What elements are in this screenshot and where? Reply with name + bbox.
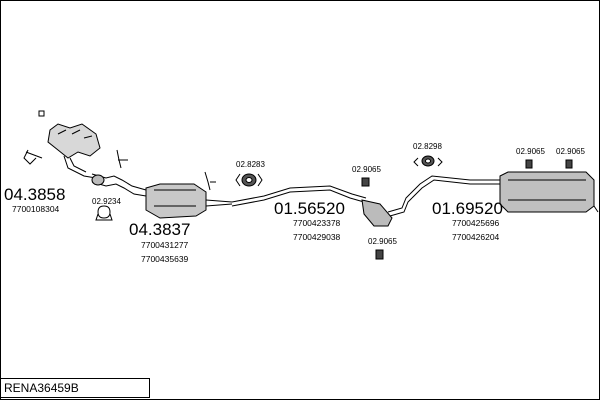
rear-mount-part-number: 02.8298: [413, 142, 442, 151]
center-mount-part-number: 02.8283: [236, 160, 265, 169]
kit-title: RENA36459B: [0, 378, 150, 398]
rear-silencer-part-number: 01.69520: [432, 199, 503, 218]
catalyst-part-number: 04.3837: [129, 220, 191, 239]
rear-pipe-drawing: [409, 175, 500, 199]
middle-silencer-ref-2: 7700429038: [293, 232, 341, 242]
catalyst-ref-1: 7700431277: [141, 240, 189, 250]
front-pipe-drawing: [91, 149, 147, 197]
hanger-rear-right-drawing: [565, 159, 573, 169]
rear-mount-drawing: [413, 155, 443, 167]
hanger-mid-bottom-part-number: 02.9065: [368, 237, 397, 246]
bolt-square-icon: [38, 110, 45, 117]
rear-silencer-ref-1: 7700425696: [452, 218, 500, 228]
manifold-drawing: [23, 123, 101, 179]
hanger-mid-top-part-number: 02.9065: [352, 165, 381, 174]
rear-silencer-drawing: [499, 171, 599, 213]
middle-silencer-drawing: [361, 193, 413, 227]
catalyst-ref-2: 7700435639: [141, 254, 189, 264]
middle-silencer-part-number: 01.56520: [274, 199, 345, 218]
manifold-part-number: 04.3858: [4, 185, 66, 204]
hanger-mid-bottom-drawing: [375, 249, 384, 260]
catalyst-drawing: [145, 171, 233, 219]
middle-silencer-ref-1: 7700423378: [293, 218, 341, 228]
hanger-rear-right-part-number: 02.9065: [556, 147, 585, 156]
hanger-mid-top-drawing: [361, 177, 370, 187]
manifold-ref-1: 7700108304: [12, 204, 60, 214]
center-mount-drawing: [235, 173, 263, 187]
rear-silencer-ref-2: 7700426204: [452, 232, 500, 242]
hanger-rear-left-drawing: [525, 159, 533, 169]
clamp-drawing: [95, 205, 113, 221]
clamp-front-part-number: 02.9234: [92, 197, 121, 206]
intermediate-pipe-drawing: [231, 185, 367, 207]
hanger-rear-left-part-number: 02.9065: [516, 147, 545, 156]
